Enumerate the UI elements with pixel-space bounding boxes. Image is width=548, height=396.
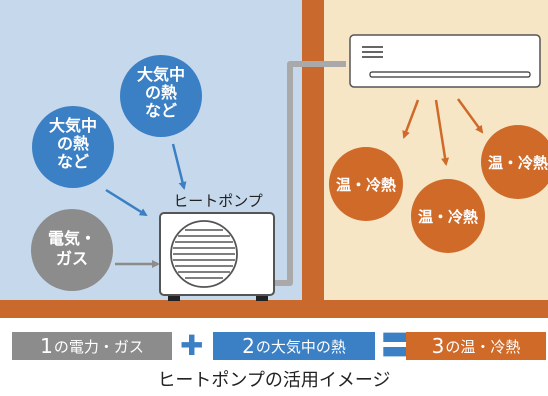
wall <box>302 0 324 300</box>
warm-cool-bubble: 温・冷熱 <box>481 125 548 199</box>
equation-term-warm-cool: 3 の温・冷熱 <box>406 332 546 360</box>
electric-gas-bubble: 電気・ガス <box>31 209 113 291</box>
air-heat-arrow-top <box>171 143 187 190</box>
heat-pump-label: ヒートポンプ <box>173 192 263 210</box>
air-heat-bubble-top-text: 大気中の熱など <box>137 65 185 120</box>
airflow-arrow-middle <box>434 99 450 166</box>
term-number: 1 <box>40 334 53 358</box>
air-heat-bubble-left: 大気中の熱など <box>32 106 114 188</box>
term-number: 3 <box>431 334 445 358</box>
warm-cool-bubble: 温・冷熱 <box>329 147 403 221</box>
svg-text:温・冷熱: 温・冷熱 <box>488 154 548 172</box>
figure-caption: ヒートポンプの活用イメージ <box>157 370 391 391</box>
air-heat-bubble-left-text: 大気中の熱など <box>49 116 97 171</box>
airflow-arrow-left <box>402 99 420 139</box>
indoor-ac-unit <box>349 34 541 88</box>
air-heat-bubble-top: 大気中の熱など <box>120 55 202 137</box>
term-text: の大気中の熱 <box>255 337 346 356</box>
heat-pump-outdoor-unit <box>159 212 275 301</box>
plus-icon: ✚ <box>180 329 204 362</box>
term-number: 2 <box>242 334 255 358</box>
airflow-arrow-right <box>456 98 484 134</box>
warm-cool-bubble: 温・冷熱 <box>411 179 485 253</box>
equation-term-air-heat: 2 の大気中の熱 <box>213 332 375 360</box>
air-heat-arrow-left <box>105 188 148 217</box>
svg-text:温・冷熱: 温・冷熱 <box>418 208 478 226</box>
equation-term-electric-gas: 1 の電力・ガス <box>12 332 172 360</box>
ground <box>0 300 548 318</box>
electric-gas-bubble-text: 電気・ガス <box>48 229 96 268</box>
term-text: の電力・ガス <box>53 337 144 356</box>
refrigerant-pipe <box>272 61 346 286</box>
term-text: の温・冷熱 <box>445 337 521 356</box>
equals-icon: 〓 <box>381 329 410 362</box>
fan-grille <box>173 229 235 279</box>
svg-text:温・冷熱: 温・冷熱 <box>336 176 396 194</box>
